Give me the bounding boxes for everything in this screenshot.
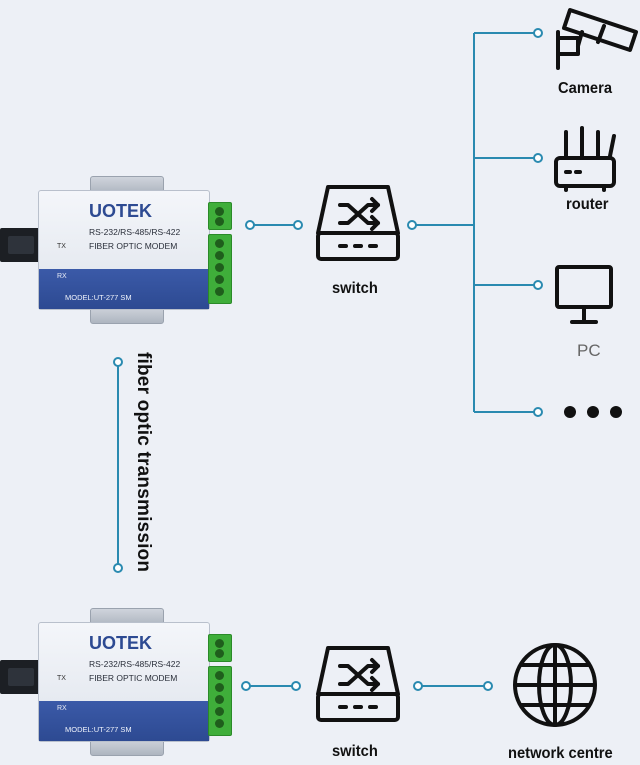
device-tx-label: TX (57, 243, 66, 250)
switch-bottom-label: switch (332, 743, 378, 760)
camera-label: Camera (558, 80, 613, 97)
device-model-text: MODEL:UT-277 SM (65, 293, 132, 302)
device-tx-label: TX (57, 675, 66, 682)
fiber-modem-top: UOTEK RS-232/RS-485/RS-422 FIBER OPTIC M… (0, 172, 240, 332)
monitor-icon (554, 264, 614, 326)
network-switch-icon (314, 183, 402, 263)
router-label: router (566, 196, 609, 213)
cctv-camera-icon (552, 2, 640, 72)
device-type-text: FIBER OPTIC MODEM (89, 241, 178, 251)
fiber-transmission-label: fiber optic transmission (133, 352, 154, 573)
network-switch-icon (314, 644, 402, 724)
device-interface-text: RS-232/RS-485/RS-422 (89, 227, 181, 237)
ellipsis-icon (563, 404, 623, 420)
device-interface-text: RS-232/RS-485/RS-422 (89, 659, 181, 669)
router-icon (552, 126, 618, 192)
device-type-text: FIBER OPTIC MODEM (89, 673, 178, 683)
device-brand: UOTEK (89, 633, 152, 653)
device-rx-label: RX (57, 273, 67, 280)
device-brand: UOTEK (89, 201, 152, 221)
pc-label: PC (577, 341, 601, 360)
network-centre-label: network centre (508, 745, 613, 762)
device-model-text: MODEL:UT-277 SM (65, 725, 132, 734)
device-rx-label: RX (57, 705, 67, 712)
fiber-port (0, 228, 44, 262)
fiber-modem-bottom: UOTEK RS-232/RS-485/RS-422 FIBER OPTIC M… (0, 604, 240, 764)
globe-icon (510, 640, 600, 730)
fiber-port (0, 660, 44, 694)
switch-top-label: switch (332, 280, 378, 297)
